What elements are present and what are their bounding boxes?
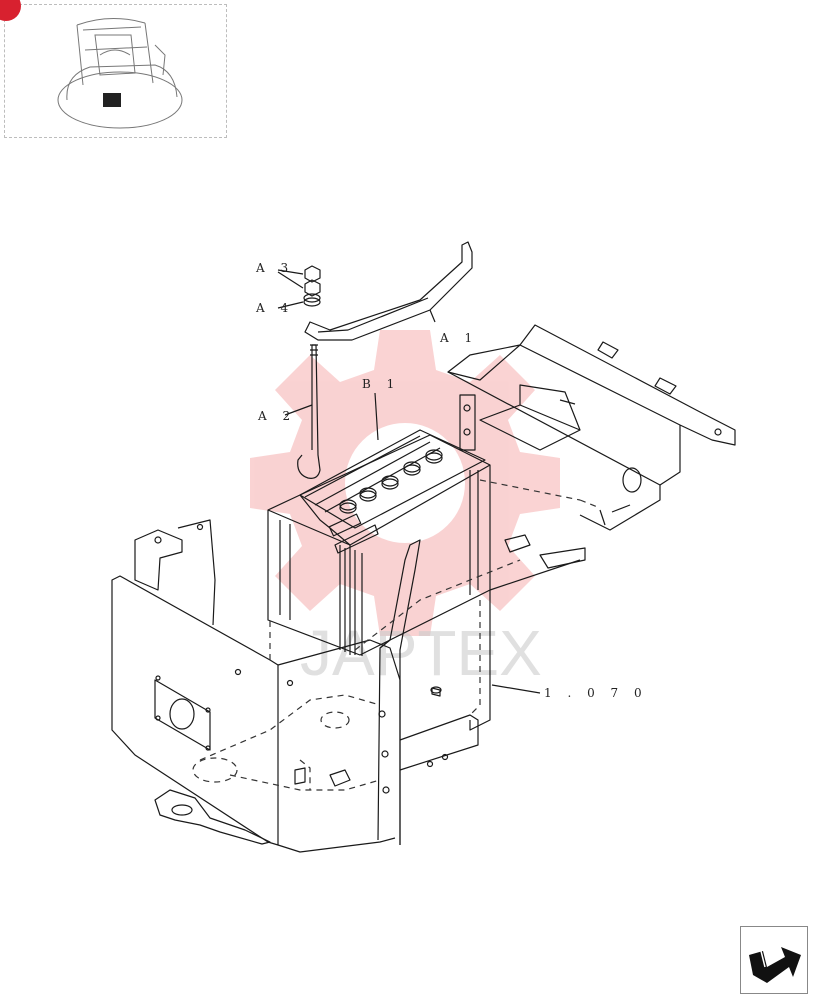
battery-case <box>267 434 491 656</box>
j-bolt-a2 <box>297 344 321 479</box>
callout-a3: A 3 <box>256 261 295 275</box>
location-thumbnail <box>0 0 227 138</box>
nut-a3-icon <box>304 265 321 297</box>
front-plate <box>111 575 279 846</box>
machine-location-thumbnail-icon <box>57 17 183 129</box>
callout-b1: B 1 <box>362 377 401 391</box>
next-page-button[interactable] <box>740 926 808 994</box>
watermark-gear-icon <box>250 330 560 636</box>
corner-badge <box>0 0 21 21</box>
callout-ref-1070: 1 . 0 7 0 <box>544 686 648 700</box>
callout-a4: A 4 <box>256 301 295 315</box>
callout-a1: A 1 <box>440 331 479 345</box>
frame-long-member <box>519 324 736 446</box>
next-page-arrow-icon <box>749 947 801 983</box>
watermark-text: JAPTEX <box>300 617 542 689</box>
callout-a2: A 2 <box>258 409 297 423</box>
washer-a4-icon <box>303 293 321 307</box>
clamp-a1 <box>304 241 473 341</box>
